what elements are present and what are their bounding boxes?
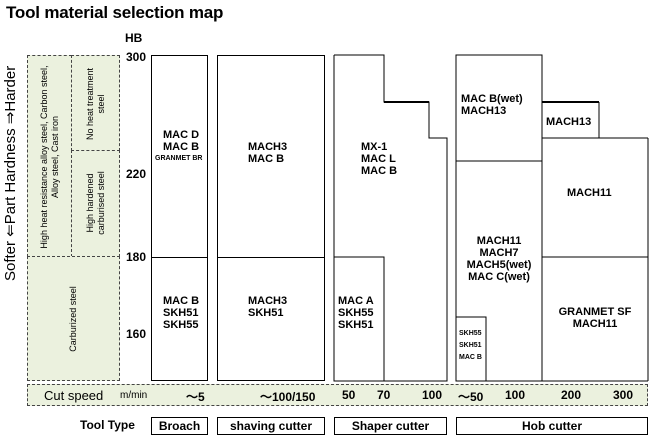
- shaper-lower-3: SKH51: [338, 319, 374, 331]
- shaving-lower-2: SKH51: [248, 307, 284, 319]
- broach-upper-2: MAC B: [163, 141, 200, 153]
- category-carburized: Carburized steel: [27, 256, 120, 381]
- speed-shaper-100: 100: [422, 388, 443, 402]
- hob-top-right: MACH13: [546, 116, 592, 128]
- speed-hob-300: 300: [613, 388, 634, 402]
- shaving-upper-2: MAC B: [248, 153, 285, 165]
- hob-top-left-2: MACH13: [461, 105, 507, 117]
- tool-type-broach: Broach: [151, 417, 208, 435]
- broach-lower-2: SKH51: [163, 307, 199, 319]
- speed-shaving: 〜100/150: [260, 390, 316, 404]
- tick-220: 220: [125, 167, 146, 181]
- shaving-divider: [217, 257, 325, 258]
- shaper-upper-3: MAC B: [361, 165, 398, 177]
- cut-speed-label: Cut speed: [44, 388, 104, 403]
- tick-180: 180: [125, 250, 146, 264]
- hob-center-2: MACH7: [479, 247, 519, 259]
- speed-shaper-50: 50: [342, 388, 356, 402]
- hob-bottom-right-1: GRANMET SF: [558, 306, 632, 318]
- hob-right-mid: MACH11: [567, 187, 612, 199]
- speed-broach: 〜5: [186, 390, 205, 404]
- shaving-upper-1: MACH3: [248, 141, 288, 153]
- shaper-lower-2: SKH55: [338, 307, 374, 319]
- tool-type-shaper: Shaper cutter: [334, 417, 447, 435]
- broach-lower-1: MAC B: [163, 295, 200, 307]
- broach-lower-3: SKH55: [163, 319, 199, 331]
- category-no-heat: No heat treatment steel: [71, 55, 120, 151]
- cut-speed-bar: [27, 384, 648, 406]
- hob-center-3: MACH5(wet): [466, 259, 532, 271]
- speed-hob-200: 200: [561, 388, 582, 402]
- speed-hob-100: 100: [505, 388, 526, 402]
- broach-upper-3: GRANMET BR: [155, 155, 203, 162]
- hob-small-1: SKH55: [459, 330, 482, 337]
- speed-hob-50: 〜50: [458, 390, 484, 404]
- broach-divider: [151, 257, 208, 258]
- broach-upper-1: MAC D: [163, 129, 200, 141]
- hob-top-left-1: MAC B(wet): [461, 93, 523, 105]
- shaper-lower-1: MAC A: [338, 295, 374, 307]
- hob-small-2: SKH51: [459, 342, 482, 349]
- hob-center-1: MACH11: [476, 235, 522, 247]
- speed-shaper-70: 70: [377, 388, 391, 402]
- category-high-hardened: High hardened carburised steel: [71, 150, 120, 257]
- tool-type-shaving: shaving cutter: [217, 417, 325, 435]
- tool-type-hob: Hob cutter: [456, 417, 648, 435]
- tick-160: 160: [125, 327, 146, 341]
- tool-type-label: Tool Type: [80, 418, 135, 432]
- broach-column: [151, 55, 208, 381]
- cut-speed-unit: m/min: [120, 390, 148, 401]
- hob-small-3: MAC B: [459, 354, 482, 361]
- hob-bottom-right-2: MACH11: [572, 318, 618, 330]
- page-title: Tool material selection map: [6, 3, 224, 22]
- hob-center-4: MAC C(wet): [468, 271, 530, 283]
- shaving-column: [217, 55, 325, 381]
- tick-300: 300: [125, 50, 146, 64]
- shaper-upper-1: MX-1: [361, 141, 388, 153]
- shaper-upper-2: MAC L: [361, 153, 396, 165]
- hb-unit-label: HB: [125, 31, 143, 45]
- shaving-lower-1: MACH3: [248, 295, 288, 307]
